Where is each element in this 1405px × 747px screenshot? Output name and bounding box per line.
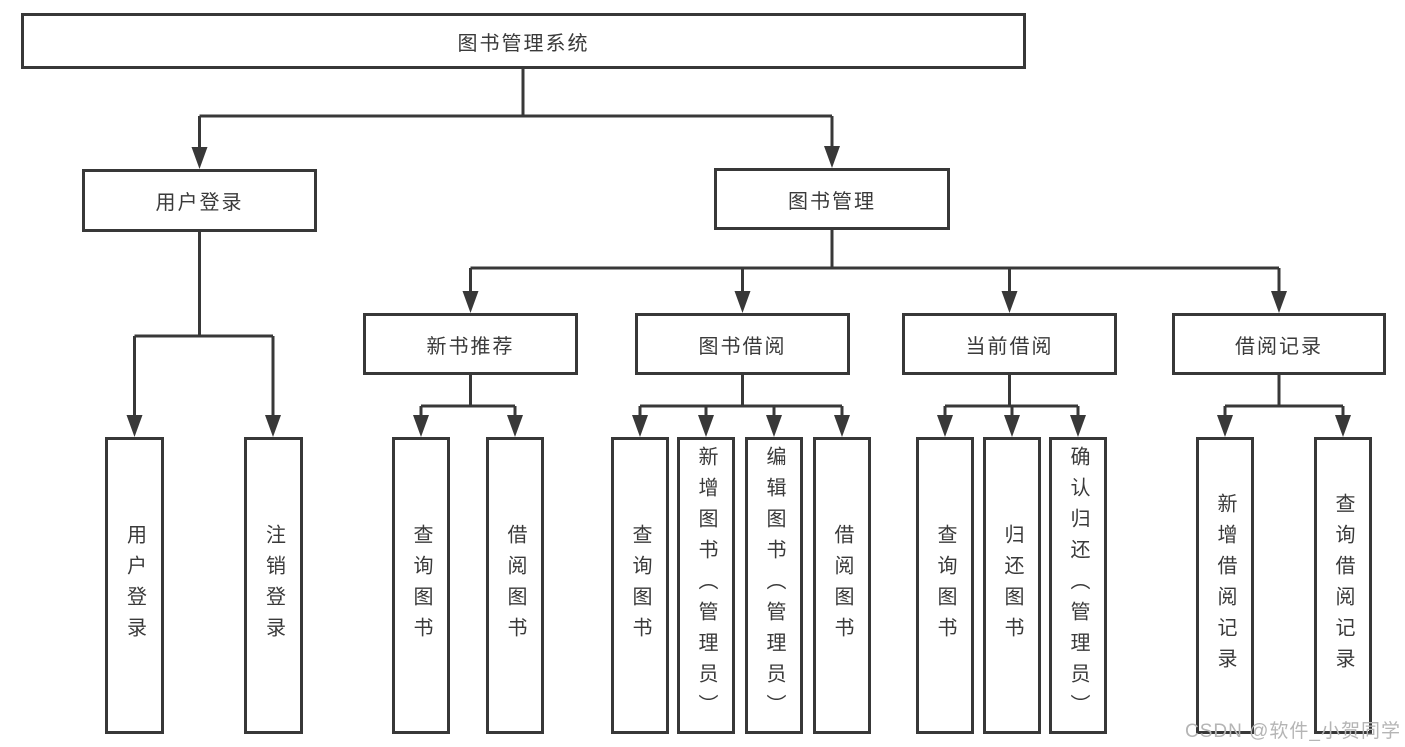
leaf-query-borrow-record: 查询借阅记录 — [1314, 437, 1372, 734]
node-label: 借阅图书 — [831, 523, 853, 648]
node-label: 借阅记录 — [1235, 335, 1323, 358]
leaf-edit-books-admin: 编辑图书（管理员） — [745, 437, 803, 734]
node-label: 图书管理系统 — [457, 32, 590, 55]
node-label: 归还图书 — [1001, 523, 1023, 648]
node-label: 查询借阅记录 — [1332, 492, 1354, 679]
node-book-management: 图书管理 — [714, 168, 950, 230]
node-label: 新书推荐 — [426, 335, 515, 358]
node-label: 确认归还（管理员） — [1067, 446, 1089, 725]
leaf-borrow-books-2: 借阅图书 — [813, 437, 871, 734]
leaf-add-borrow-record: 新增借阅记录 — [1196, 437, 1254, 734]
node-label: 查询图书 — [934, 523, 956, 648]
connector-strokes — [133, 69, 1345, 416]
node-current-borrowing: 当前借阅 — [902, 313, 1117, 375]
node-label: 编辑图书（管理员） — [763, 446, 785, 725]
node-label: 查询图书 — [629, 523, 651, 648]
node-label: 借阅图书 — [504, 523, 526, 648]
leaf-query-books-2: 查询图书 — [611, 437, 669, 734]
node-label: 图书借阅 — [698, 335, 787, 358]
node-borrowing-records: 借阅记录 — [1172, 313, 1386, 375]
leaf-add-books-admin: 新增图书（管理员） — [677, 437, 735, 734]
node-label: 新增借阅记录 — [1214, 492, 1236, 679]
leaf-query-books-3: 查询图书 — [916, 437, 974, 734]
node-label: 查询图书 — [410, 523, 432, 648]
leaf-return-books: 归还图书 — [983, 437, 1041, 734]
node-label: 当前借阅 — [965, 335, 1054, 358]
leaf-confirm-return-admin: 确认归还（管理员） — [1049, 437, 1107, 734]
arrowhead-glyphs — [126, 146, 1351, 437]
leaf-query-books-1: 查询图书 — [392, 437, 450, 734]
leaf-user-login: 用户登录 — [105, 437, 164, 734]
leaf-logout: 注销登录 — [244, 437, 303, 734]
node-label: 用户登录 — [155, 192, 244, 214]
node-label: 用户登录 — [123, 523, 146, 648]
node-label: 新增图书（管理员） — [695, 446, 717, 725]
node-user-login: 用户登录 — [82, 169, 317, 232]
node-root-book-management-system: 图书管理系统 — [21, 13, 1026, 69]
node-label: 图书管理 — [788, 190, 876, 213]
node-new-book-recommendation: 新书推荐 — [363, 313, 578, 375]
node-label: 注销登录 — [262, 523, 285, 648]
leaf-borrow-books-1: 借阅图书 — [486, 437, 544, 734]
node-book-borrowing: 图书借阅 — [635, 313, 850, 375]
csdn-watermark: CSDN @软件_小贺同学 — [1185, 721, 1401, 742]
